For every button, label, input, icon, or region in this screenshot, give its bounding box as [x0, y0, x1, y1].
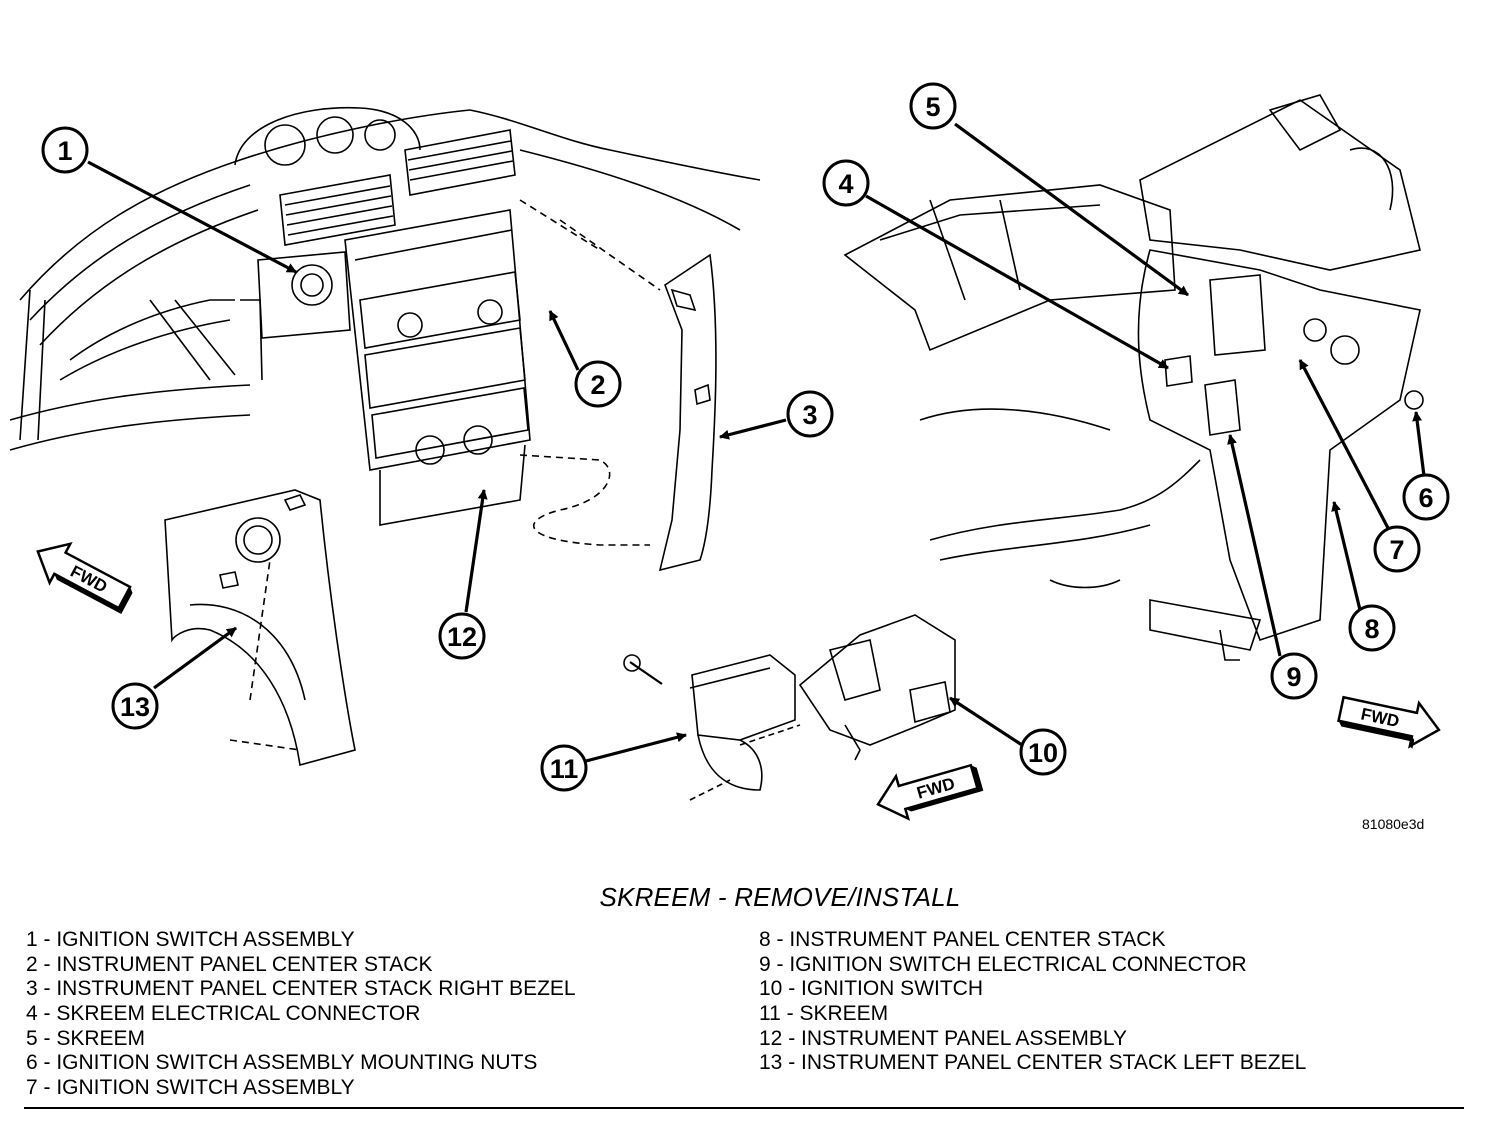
figure-caption: SKREEM - REMOVE/INSTALL [599, 882, 961, 912]
legend-item: 5 - SKREEM [26, 1026, 146, 1050]
legend-item: 10 - IGNITION SWITCH [759, 977, 984, 1001]
callout-10: 10 [1028, 738, 1058, 768]
callout-13-circle [111, 682, 159, 730]
legend-item: 2 - INSTRUMENT PANEL CENTER STACK [26, 952, 433, 976]
callout-9: 9 [1286, 662, 1301, 692]
legend-left-column: 1 - IGNITION SWITCH ASSEMBLY 2 - INSTRUM… [26, 928, 576, 1101]
legend-item: 3 - INSTRUMENT PANEL CENTER STACK RIGHT … [26, 977, 576, 1001]
callout-arrows [87, 122, 1426, 763]
callout-12-circle [438, 612, 486, 660]
legend-item: 8 - INSTRUMENT PANEL CENTER STACK [759, 928, 1166, 951]
callout-6: 6 [1418, 483, 1433, 513]
callout-numbers: 1 2 3 4 5 6 7 8 9 10 11 12 13 [57, 92, 1433, 784]
callout-13: 13 [120, 692, 150, 722]
callout-11: 11 [550, 754, 579, 784]
callout-12: 12 [447, 622, 477, 652]
fwd-arrow-left: FWD [36, 541, 133, 615]
bottom-divider [24, 1107, 1464, 1109]
figure-code: 81080e3d [1362, 816, 1425, 832]
callout-3-circle [786, 390, 834, 438]
callout-1: 1 [57, 136, 72, 166]
callout-3: 3 [802, 400, 817, 430]
callout-2: 2 [590, 370, 605, 400]
callout-circles [41, 82, 1450, 792]
callout-5: 5 [925, 92, 940, 122]
left-bezel-drawing [164, 489, 356, 767]
legend-item: 4 - SKREEM ELECTRICAL CONNECTOR [26, 1002, 421, 1026]
callout-1-circle [41, 126, 89, 174]
right-bezel-drawing [658, 253, 717, 572]
legend-item: 7 - IGNITION SWITCH ASSEMBLY [26, 1076, 355, 1100]
legend-item: 6 - IGNITION SWITCH ASSEMBLY MOUNTING NU… [26, 1051, 538, 1075]
legend-item: 12 - INSTRUMENT PANEL ASSEMBLY [759, 1026, 1127, 1050]
callout-8-circle [1348, 604, 1396, 652]
callout-2-circle [574, 360, 622, 408]
exploded-view-illustration: 1 2 3 4 5 6 7 8 9 10 11 12 13 FWD FWD FW… [9, 82, 1450, 821]
legend-item: 9 - IGNITION SWITCH ELECTRICAL CONNECTOR [759, 952, 1247, 976]
callout-11-circle [540, 744, 588, 792]
callout-4-circle [822, 159, 870, 207]
callout-10-circle [1019, 728, 1067, 776]
instrument-panel-drawing [9, 106, 761, 751]
callout-4: 4 [838, 169, 853, 199]
fwd-arrow-right: FWD [1337, 695, 1441, 749]
legend-right-column: 8 - INSTRUMENT PANEL CENTER STACK 9 - IG… [759, 928, 1306, 1076]
fwd-arrow-center: FWD [876, 763, 984, 821]
callout-5-circle [909, 82, 957, 130]
column-area-drawing [843, 94, 1424, 661]
callout-9-circle [1270, 652, 1318, 700]
callout-7-circle [1373, 525, 1421, 573]
skreem-and-switch-drawing [623, 614, 956, 801]
legend-item: 1 - IGNITION SWITCH ASSEMBLY [26, 928, 355, 951]
legend-item: 13 - INSTRUMENT PANEL CENTER STACK LEFT … [759, 1051, 1307, 1075]
legend-item: 11 - SKREEM [759, 1002, 889, 1026]
callout-8: 8 [1364, 614, 1379, 644]
callout-6-circle [1402, 473, 1450, 521]
callout-7: 7 [1389, 535, 1404, 565]
